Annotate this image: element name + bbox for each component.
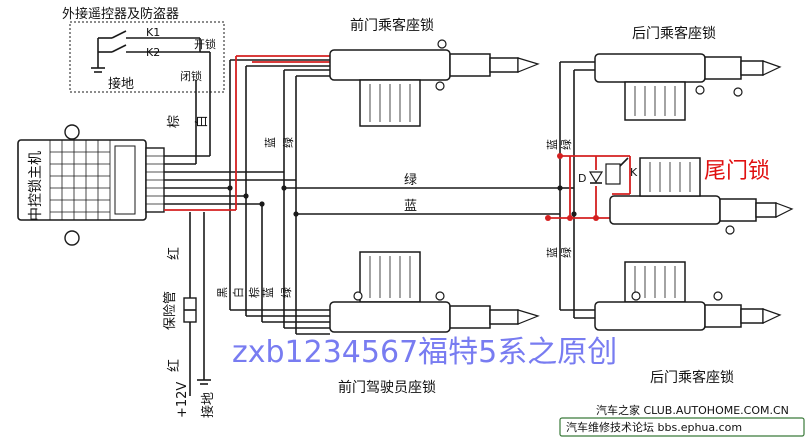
- wire-brown-label: 棕: [167, 115, 182, 128]
- ground-label: 接地: [200, 392, 216, 418]
- wire-green-right2-label: 绿: [559, 247, 573, 258]
- wire-green-right1-label: 绿: [559, 139, 573, 150]
- junction-dots: [227, 185, 577, 217]
- rear-passenger-lock-top: 后门乘客座锁: [594, 25, 782, 121]
- tailgate-lock-label: 尾门锁: [704, 159, 770, 184]
- wire-red2-label: 红: [166, 359, 182, 372]
- diode-label: D: [578, 172, 586, 185]
- wire-white-label: 白: [194, 115, 210, 128]
- wire-green-h-label: 绿: [404, 173, 417, 188]
- wire-brown2-label: 棕: [247, 287, 261, 298]
- wire-green-v2-label: 绿: [279, 287, 293, 298]
- watermark-text: zxb1234567福特5系之原创: [232, 335, 617, 370]
- central-lock-host: 中控锁主机: [17, 124, 165, 246]
- remote-box-title: 外接遥控器及防盗器: [62, 6, 179, 22]
- red-wires: [164, 55, 631, 221]
- wire-blue-right2-label: 蓝: [546, 247, 559, 258]
- rear-passenger-lock-bottom: 后门乘客座锁: [594, 261, 782, 386]
- k2-label: K2: [146, 46, 160, 59]
- rear-passenger-lock-top-label: 后门乘客座锁: [632, 25, 716, 42]
- fuse-label: 保险管: [163, 291, 178, 330]
- front-driver-lock-label: 前门驾驶员座锁: [338, 379, 436, 396]
- relay-label: K: [630, 166, 638, 179]
- plus12v-label: +12V: [175, 382, 190, 418]
- k1-label: K1: [146, 26, 160, 39]
- wires: [164, 38, 595, 396]
- wire-white2-label: 白: [231, 287, 245, 298]
- host-label: 中控锁主机: [28, 151, 44, 221]
- wire-green-v1-label: 绿: [281, 137, 295, 148]
- wire-blue-right1-label: 蓝: [546, 139, 559, 150]
- rear-passenger-lock-bottom-label: 后门乘客座锁: [650, 369, 734, 386]
- footer-forum: 汽车维修技术论坛 bbs.ephua.com: [566, 420, 742, 434]
- footer: 汽车之家 CLUB.AUTOHOME.COM.CN 汽车维修技术论坛 bbs.e…: [559, 403, 805, 437]
- wire-blue-v2-label: 蓝: [262, 287, 275, 298]
- tailgate-relay: D K: [578, 157, 638, 185]
- wire-blue-v1-label: 蓝: [264, 137, 277, 148]
- wire-labels: 棕 白 蓝 绿 绿 蓝 红 保险管 红 +12V 接地 黑 白 棕 蓝 绿 蓝 …: [163, 115, 573, 418]
- front-passenger-lock-label: 前门乘客座锁: [350, 17, 434, 34]
- wire-red-label: 红: [166, 247, 182, 260]
- wire-black-label: 黑: [216, 287, 229, 298]
- remote-ground-label: 接地: [108, 76, 134, 92]
- wire-blue-h-label: 蓝: [404, 199, 417, 214]
- footer-credit: 汽车之家 CLUB.AUTOHOME.COM.CN: [596, 403, 789, 417]
- front-passenger-lock: 前门乘客座锁: [329, 17, 540, 127]
- front-driver-lock: 前门驾驶员座锁: [329, 251, 540, 396]
- unlock-label: 开锁: [194, 37, 216, 51]
- tailgate-lock: 尾门锁: [609, 157, 794, 235]
- lock-label: 闭锁: [180, 69, 202, 83]
